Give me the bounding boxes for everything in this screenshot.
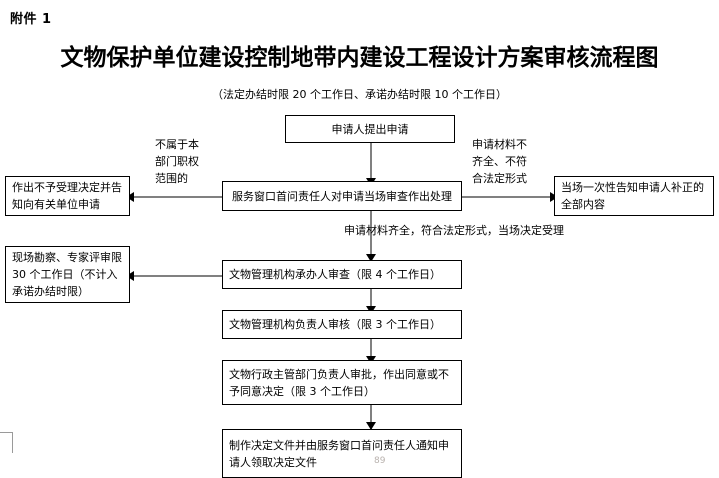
arrow-left-icon [126, 271, 134, 281]
node-staff-review-label: 文物管理机构承办人审查（限 4 个工作日） [229, 268, 441, 281]
node-notify-supplement[interactable]: 当场一次性告知申请人补正的全部内容 [554, 176, 714, 216]
node-window-review-label: 服务窗口首问责任人对申请当场审查作出处理 [232, 189, 452, 203]
node-staff-review[interactable]: 文物管理机构承办人审查（限 4 个工作日） [222, 260, 462, 289]
node-director-approve-label: 文物行政主管部门负责人审批，作出同意或不予同意决定（限 3 个工作日） [229, 367, 449, 398]
page-number: 89 [374, 456, 386, 466]
node-site-survey-label: 现场勘察、专家评审限 30 个工作日（不计入承诺办结时限） [12, 251, 122, 298]
node-site-survey[interactable]: 现场勘察、专家评审限 30 个工作日（不计入承诺办结时限） [5, 246, 130, 303]
node-issue-document[interactable]: 制作决定文件并由服务窗口首问责任人通知申请人领取决定文件 [222, 429, 462, 478]
page-border-artifact [0, 432, 13, 453]
arrow-left-icon [126, 192, 134, 202]
node-manager-review[interactable]: 文物管理机构负责人审核（限 3 个工作日） [222, 310, 462, 339]
connector-window-to-reject [130, 196, 222, 198]
edge-label-incomplete: 申请材料不 齐全、不符 合法定形式 [472, 138, 527, 185]
node-manager-review-label: 文物管理机构负责人审核（限 3 个工作日） [229, 318, 441, 331]
connector-apply-to-window [370, 143, 372, 181]
connector-director-to-issue [370, 405, 372, 429]
page-title: 文物保护单位建设控制地带内建设工程设计方案审核流程图 [60, 45, 659, 71]
connector-staff-to-survey [130, 275, 222, 277]
arrow-down-icon [366, 422, 376, 430]
attachment-label: 附件 1 [10, 12, 52, 27]
connector-manager-to-director [370, 339, 372, 363]
node-issue-document-label: 制作决定文件并由服务窗口首问责任人通知申请人领取决定文件 [229, 438, 449, 469]
node-window-review[interactable]: 服务窗口首问责任人对申请当场审查作出处理 [222, 181, 462, 211]
node-notify-supplement-label: 当场一次性告知申请人补正的全部内容 [561, 181, 704, 211]
node-apply[interactable]: 申请人提出申请 [285, 115, 455, 143]
connector-window-to-notify [462, 196, 554, 198]
connector-staff-to-manager [370, 289, 372, 313]
page-subtitle: （法定办结时限 20 个工作日、承诺办结时限 10 个工作日） [212, 88, 507, 101]
edge-label-accepted: 申请材料齐全，符合法定形式，当场决定受理 [344, 224, 564, 237]
node-reject-not-jurisdiction[interactable]: 作出不予受理决定并告知向有关单位申请 [5, 176, 130, 216]
node-reject-not-jurisdiction-label: 作出不予受理决定并告知向有关单位申请 [12, 181, 122, 211]
node-apply-label: 申请人提出申请 [331, 122, 409, 136]
connector-window-to-staff [370, 211, 372, 259]
node-director-approve[interactable]: 文物行政主管部门负责人审批，作出同意或不予同意决定（限 3 个工作日） [222, 360, 462, 405]
arrow-down-icon [366, 254, 376, 262]
edge-label-not-jurisdiction: 不属于本 部门职权 范围的 [155, 138, 199, 185]
